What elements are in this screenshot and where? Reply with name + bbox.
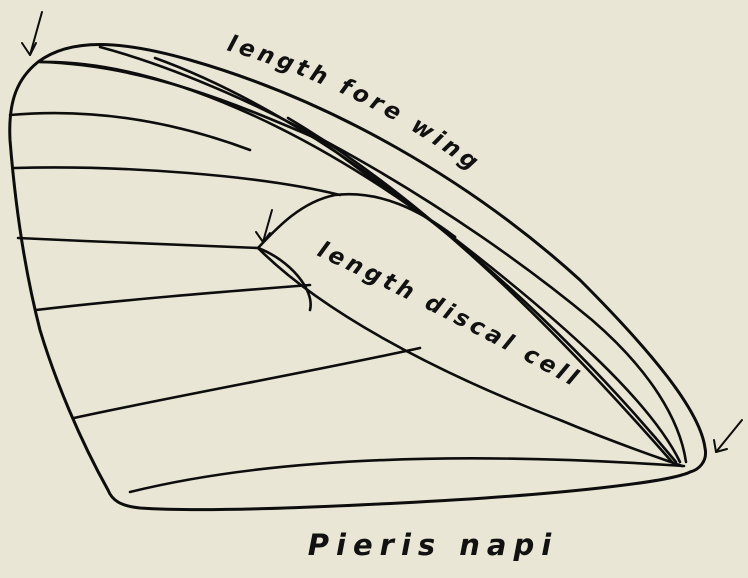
species-caption: Pieris napi bbox=[308, 528, 558, 562]
arrow-wing-apex bbox=[714, 420, 742, 452]
discal-cell-boundary bbox=[258, 194, 455, 248]
vein-5 bbox=[74, 348, 420, 418]
vein-1 bbox=[10, 113, 250, 150]
vein-3 bbox=[18, 238, 258, 248]
radial-vein-lower bbox=[288, 118, 672, 462]
vein-2 bbox=[14, 167, 340, 195]
fore-wing-length-label: length fore wing bbox=[224, 31, 486, 178]
discal-cell-length-label: length discal cell bbox=[313, 237, 585, 393]
vein-4 bbox=[36, 285, 310, 310]
arrow-wing-base bbox=[22, 12, 42, 55]
discal-cell-lower bbox=[258, 248, 682, 466]
